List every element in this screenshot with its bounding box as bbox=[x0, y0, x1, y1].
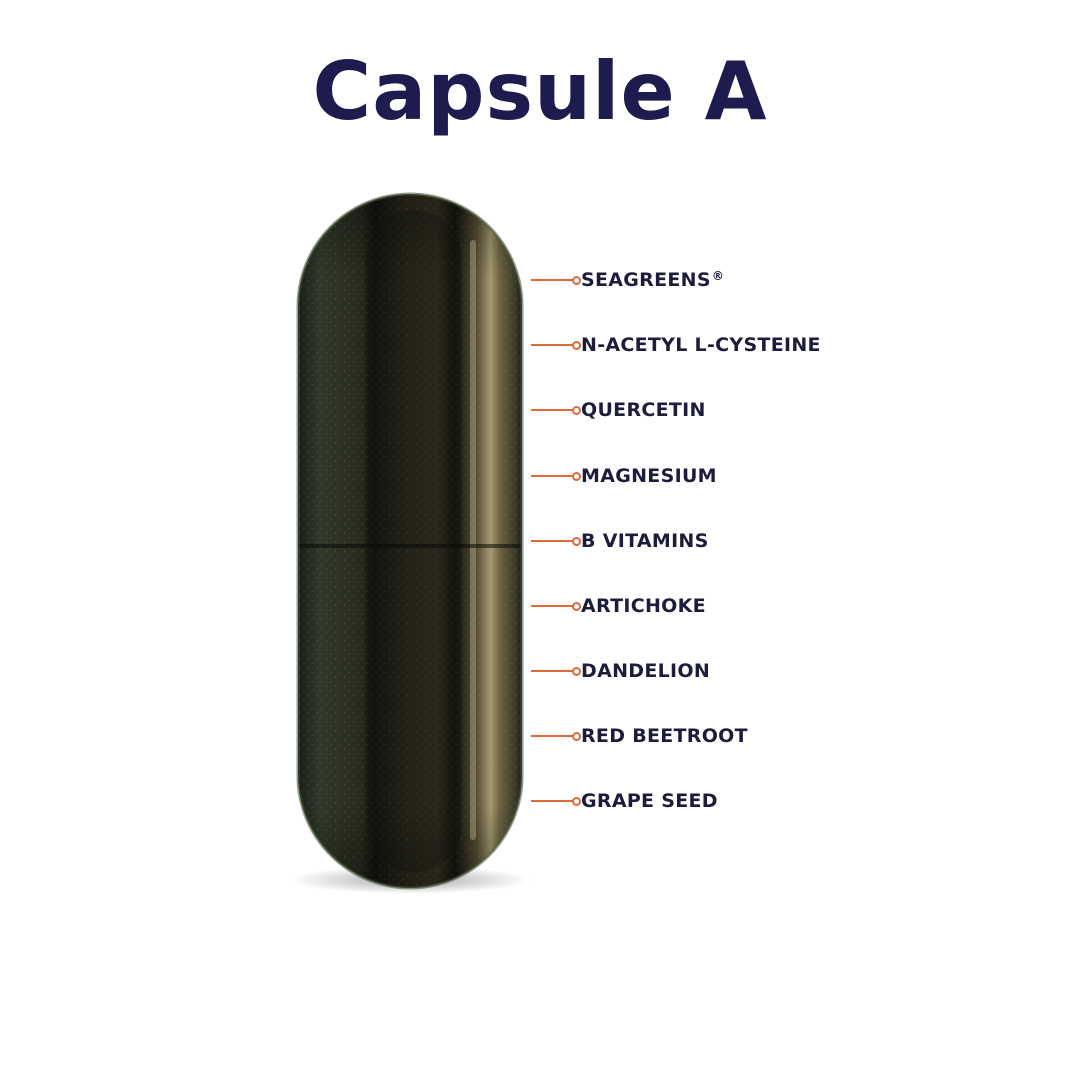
capsule-image bbox=[280, 180, 540, 900]
leader-line bbox=[531, 789, 581, 813]
ingredient-label: RED BEETROOT bbox=[581, 725, 748, 747]
ingredient-label: B VITAMINS bbox=[581, 530, 709, 552]
ingredient-item: GRAPE SEED bbox=[531, 789, 718, 813]
leader-line bbox=[531, 659, 581, 683]
leader-line bbox=[531, 398, 581, 422]
ingredient-item: SEAGREENS® bbox=[531, 268, 724, 292]
leader-line bbox=[531, 529, 581, 553]
leader-line bbox=[531, 333, 581, 357]
ingredient-label: DANDELION bbox=[581, 660, 711, 682]
leader-line bbox=[531, 464, 581, 488]
ingredient-label: GRAPE SEED bbox=[581, 790, 718, 812]
ingredient-label: MAGNESIUM bbox=[581, 465, 717, 487]
ingredient-item: MAGNESIUM bbox=[531, 464, 717, 488]
page-title: Capsule A bbox=[312, 45, 768, 138]
leader-line bbox=[531, 594, 581, 618]
ingredient-label: QUERCETIN bbox=[581, 399, 706, 421]
capsule-illustration bbox=[290, 192, 530, 894]
ingredient-label: ARTICHOKE bbox=[581, 595, 706, 617]
ingredient-item: RED BEETROOT bbox=[531, 724, 748, 748]
registered-mark: ® bbox=[711, 269, 725, 283]
ingredient-item: B VITAMINS bbox=[531, 529, 709, 553]
ingredient-item: N-ACETYL L-CYSTEINE bbox=[531, 333, 821, 357]
ingredient-item: DANDELION bbox=[531, 659, 710, 683]
ingredient-label: SEAGREENS® bbox=[581, 269, 725, 291]
ingredient-item: ARTICHOKE bbox=[531, 594, 706, 618]
leader-line bbox=[531, 724, 581, 748]
leader-line bbox=[531, 268, 581, 292]
ingredient-list: SEAGREENS® N-ACETYL L-CYSTEINE QUERCETIN… bbox=[531, 0, 1051, 1080]
ingredient-item: QUERCETIN bbox=[531, 398, 706, 422]
ingredient-label: N-ACETYL L-CYSTEINE bbox=[581, 334, 821, 356]
